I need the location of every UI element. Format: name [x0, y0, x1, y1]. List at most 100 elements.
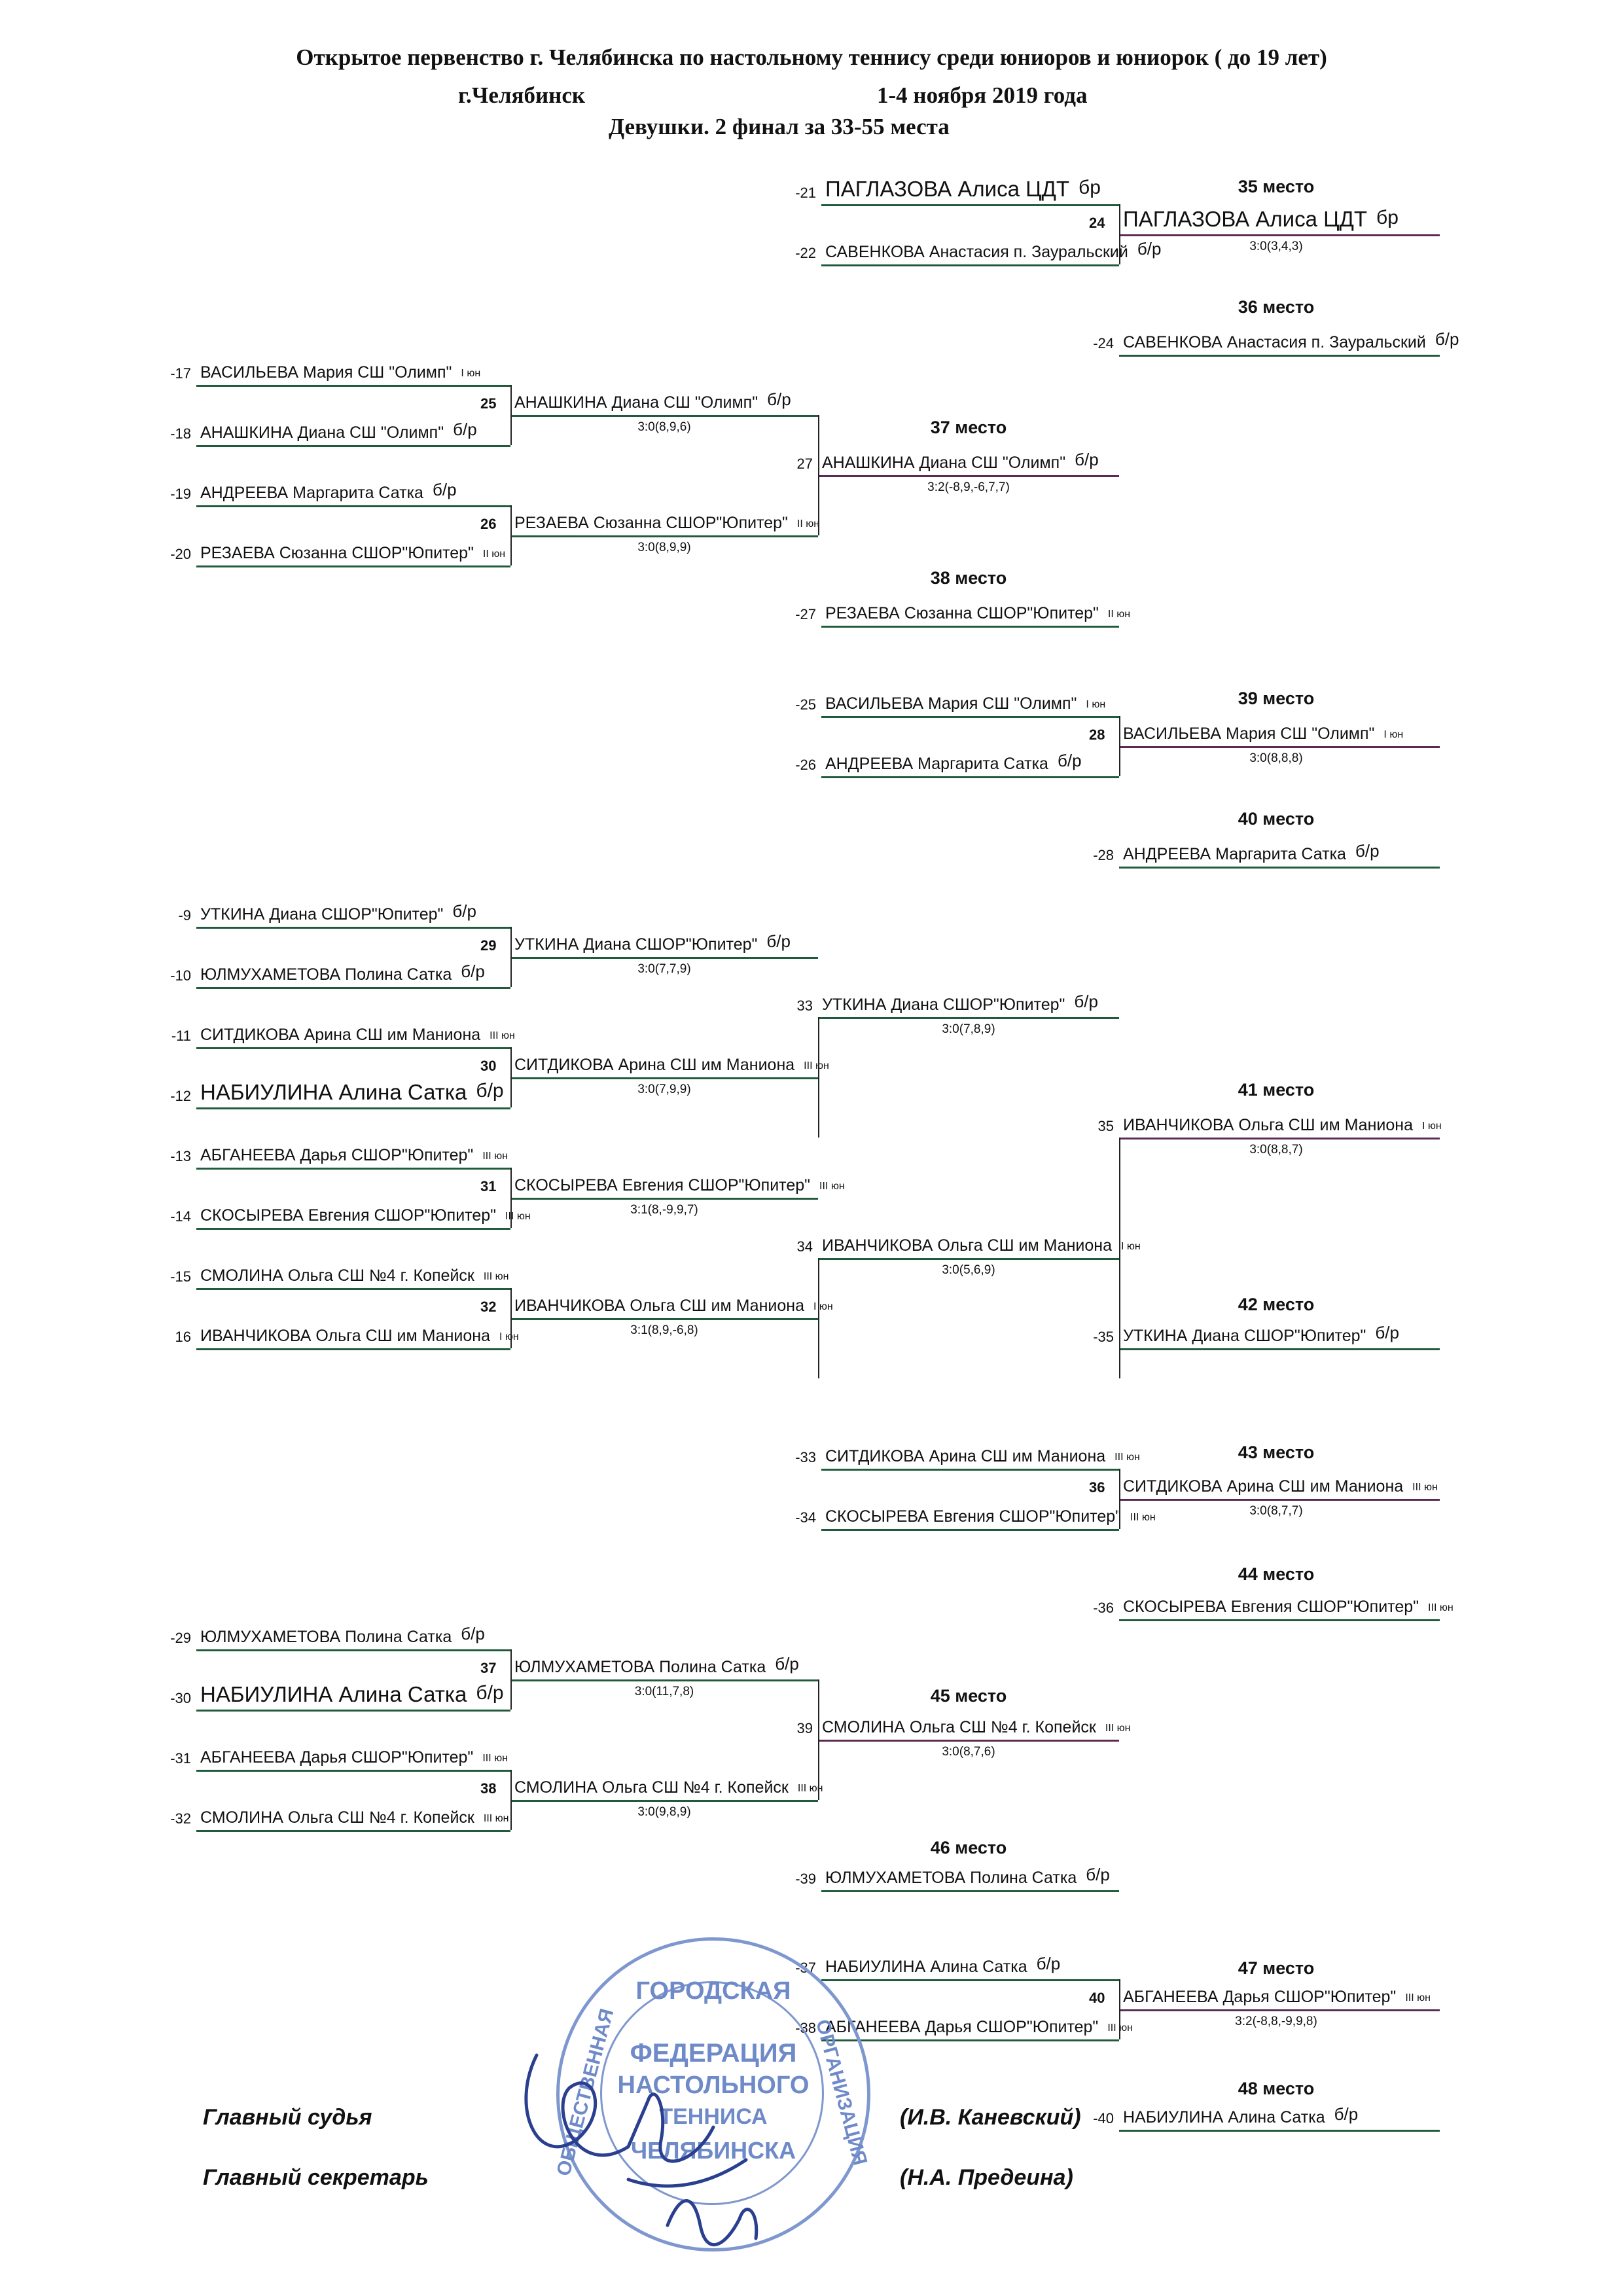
player-name: СМОЛИНА Ольга СШ №4 г. Копейск	[200, 1266, 474, 1285]
player-name: ПАГЛАЗОВА Алиса ЦДТ	[1123, 207, 1368, 231]
player-category: б/р	[432, 480, 457, 499]
bracket-subtitle: Девушки. 2 финал за 33-55 места	[609, 114, 950, 139]
player-name: АБГАНЕЕВА Дарья СШОР"Юпитер"	[1123, 1988, 1397, 2006]
player-category: III юн	[804, 1060, 829, 1071]
player-category: б/р	[1375, 1323, 1399, 1342]
seed-number: -20	[170, 546, 191, 562]
player-category: II юн	[482, 548, 506, 560]
connector	[818, 1017, 819, 1138]
bracket-slot: -20 РЕЗАЕВА Сюзанна СШОР"Юпитер" II юн	[170, 537, 510, 567]
seed-number: -25	[795, 696, 816, 713]
match-score: 3:0(8,8,7)	[1249, 1143, 1303, 1157]
place-heading: 37 место	[930, 418, 1007, 437]
player-name: АНДРЕЕВА Маргарита Сатка	[1123, 845, 1346, 863]
player-name: ВАСИЛЬЕВА Мария СШ "Олимп"	[200, 363, 452, 382]
place-heading: 43 место	[1238, 1443, 1315, 1462]
player-category: III юн	[819, 1181, 845, 1192]
seed-number: -31	[170, 1750, 191, 1767]
match-score: 3:1(8,9,-6,8)	[630, 1323, 698, 1337]
player-category: бр	[1079, 177, 1101, 198]
match-score: 3:0(11,7,8)	[634, 1685, 694, 1698]
bracket-slot: -29 ЮЛМУХАМЕТОВА Полина Сатка б/р	[170, 1621, 510, 1651]
match-score: 3:0(8,9,9)	[637, 541, 691, 554]
connector	[1119, 1138, 1120, 1378]
connector	[818, 1679, 819, 1800]
player-name: АНАШКИНА Диана СШ "Олимп"	[200, 423, 444, 442]
secretary-name: (Н.А. Предеина)	[900, 2165, 1073, 2190]
player-name: РЕЗАЕВА Сюзанна СШОР"Юпитер"	[200, 544, 474, 562]
player-category: I юн	[1383, 729, 1404, 740]
seed-number: -28	[1093, 847, 1114, 863]
player-category: бр	[1376, 207, 1399, 228]
seed-number: -32	[170, 1810, 191, 1827]
seed-number: 39	[796, 1720, 813, 1736]
seed-number: 27	[796, 456, 813, 472]
player-name: РЕЗАЕВА Сюзанна СШОР"Юпитер"	[825, 604, 1099, 622]
player-category: б/р	[461, 961, 485, 981]
player-name: НАБИУЛИНА Алина Сатка	[200, 1682, 467, 1706]
player-category: б/р	[1074, 992, 1098, 1011]
player-name: РЕЗАЕВА Сюзанна СШОР"Юпитер"	[514, 514, 788, 532]
match-score: 3:0(8,7,7)	[1249, 1504, 1303, 1518]
match-score: 3:0(8,7,6)	[942, 1745, 995, 1759]
player-category: б/р	[1036, 1954, 1061, 1973]
bracket-slot: 24 ПАГЛАЗОВА Алиса ЦДТ бр	[1089, 206, 1440, 236]
seed-number: 24	[1089, 215, 1105, 231]
player-category: б/р	[476, 1080, 504, 1102]
player-name: НАБИУЛИНА Алина Сатка	[1123, 2108, 1325, 2126]
connector	[510, 1770, 512, 1830]
player-name: УТКИНА Диана СШОР"Юпитер"	[1123, 1327, 1366, 1345]
place-heading: 41 место	[1238, 1080, 1315, 1100]
seed-number: -34	[795, 1509, 816, 1526]
match-score: 3:0(3,4,3)	[1249, 240, 1303, 253]
player-category: III юн	[482, 1753, 508, 1764]
player-name: АНДРЕЕВА Маргарита Сатка	[825, 755, 1048, 773]
seed-number: -29	[170, 1630, 191, 1646]
player-name: САВЕНКОВА Анастасия п. Зауральский	[1123, 333, 1426, 351]
connector	[510, 927, 512, 987]
seed-number: -21	[795, 185, 816, 201]
player-category: б/р	[1086, 1865, 1110, 1884]
player-category: б/р	[461, 1624, 485, 1643]
player-category: I юн	[461, 368, 481, 379]
player-category: б/р	[1137, 239, 1162, 259]
player-name: СМОЛИНА Ольга СШ №4 г. Копейск	[200, 1808, 474, 1827]
place-heading: 46 место	[930, 1838, 1007, 1857]
player-category: III юн	[1130, 1512, 1156, 1523]
connector	[818, 415, 819, 535]
place-heading: 47 место	[1238, 1958, 1315, 1978]
player-category: I юн	[499, 1331, 519, 1342]
organization-stamp: ГОРОДСКАЯ ФЕДЕРАЦИЯ НАСТОЛЬНОГО ТЕННИСА …	[553, 1937, 871, 2251]
player-name: АНДРЕЕВА Маргарита Сатка	[200, 484, 423, 502]
player-category: I юн	[1120, 1241, 1141, 1252]
seed-number: -39	[795, 1871, 816, 1887]
player-category: б/р	[766, 931, 791, 951]
connector	[510, 1168, 512, 1228]
player-name: УТКИНА Диана СШОР"Юпитер"	[200, 905, 444, 924]
match-score: 3:2(-8,9,-6,7,7)	[927, 480, 1010, 494]
player-name: СКОСЫРЕВА Евгения СШОР"Юпитер"	[825, 1507, 1122, 1526]
player-name: ЮЛМУХАМЕТОВА Полина Сатка	[200, 1628, 452, 1646]
seed-number: -33	[795, 1449, 816, 1465]
player-category: III юн	[505, 1211, 531, 1222]
